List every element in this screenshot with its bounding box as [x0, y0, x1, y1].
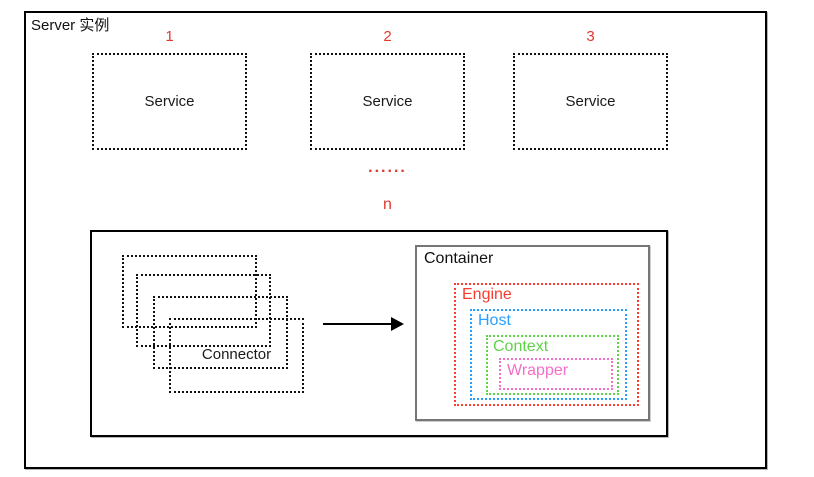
- arrow-shaft: [323, 323, 393, 325]
- more-services-ellipsis: ......: [368, 159, 407, 176]
- connector-box-front: [169, 318, 304, 393]
- service-box-3: Service: [513, 53, 668, 150]
- connector-label: Connector: [201, 346, 272, 363]
- service-box-3-label: Service: [565, 93, 616, 110]
- server-instance-title: Server 实例: [31, 17, 110, 34]
- context-box: [486, 335, 619, 395]
- connector-box-back-1: [122, 255, 257, 328]
- service-box-2: Service: [310, 53, 465, 150]
- service-box-1-label: Service: [144, 93, 195, 110]
- host-box: [470, 309, 627, 400]
- engine-label: Engine: [462, 286, 512, 303]
- arrow-head: [391, 317, 404, 331]
- wrapper-box: [499, 358, 613, 390]
- service-number-3: 3: [586, 28, 595, 45]
- service-box-2-label: Service: [362, 93, 413, 110]
- service-box-1: Service: [92, 53, 247, 150]
- host-label: Host: [478, 312, 511, 329]
- connector-box-back-2: [136, 274, 271, 347]
- context-label: Context: [493, 338, 549, 355]
- arrow-right-icon: [323, 315, 405, 333]
- container-label: Container: [424, 250, 494, 267]
- service-number-1: 1: [165, 28, 174, 45]
- engine-box: [454, 283, 639, 406]
- wrapper-label: Wrapper: [507, 362, 569, 379]
- connector-box-back-3: [153, 296, 288, 369]
- service-number-2: 2: [383, 28, 392, 45]
- service-number-n: n: [383, 196, 392, 213]
